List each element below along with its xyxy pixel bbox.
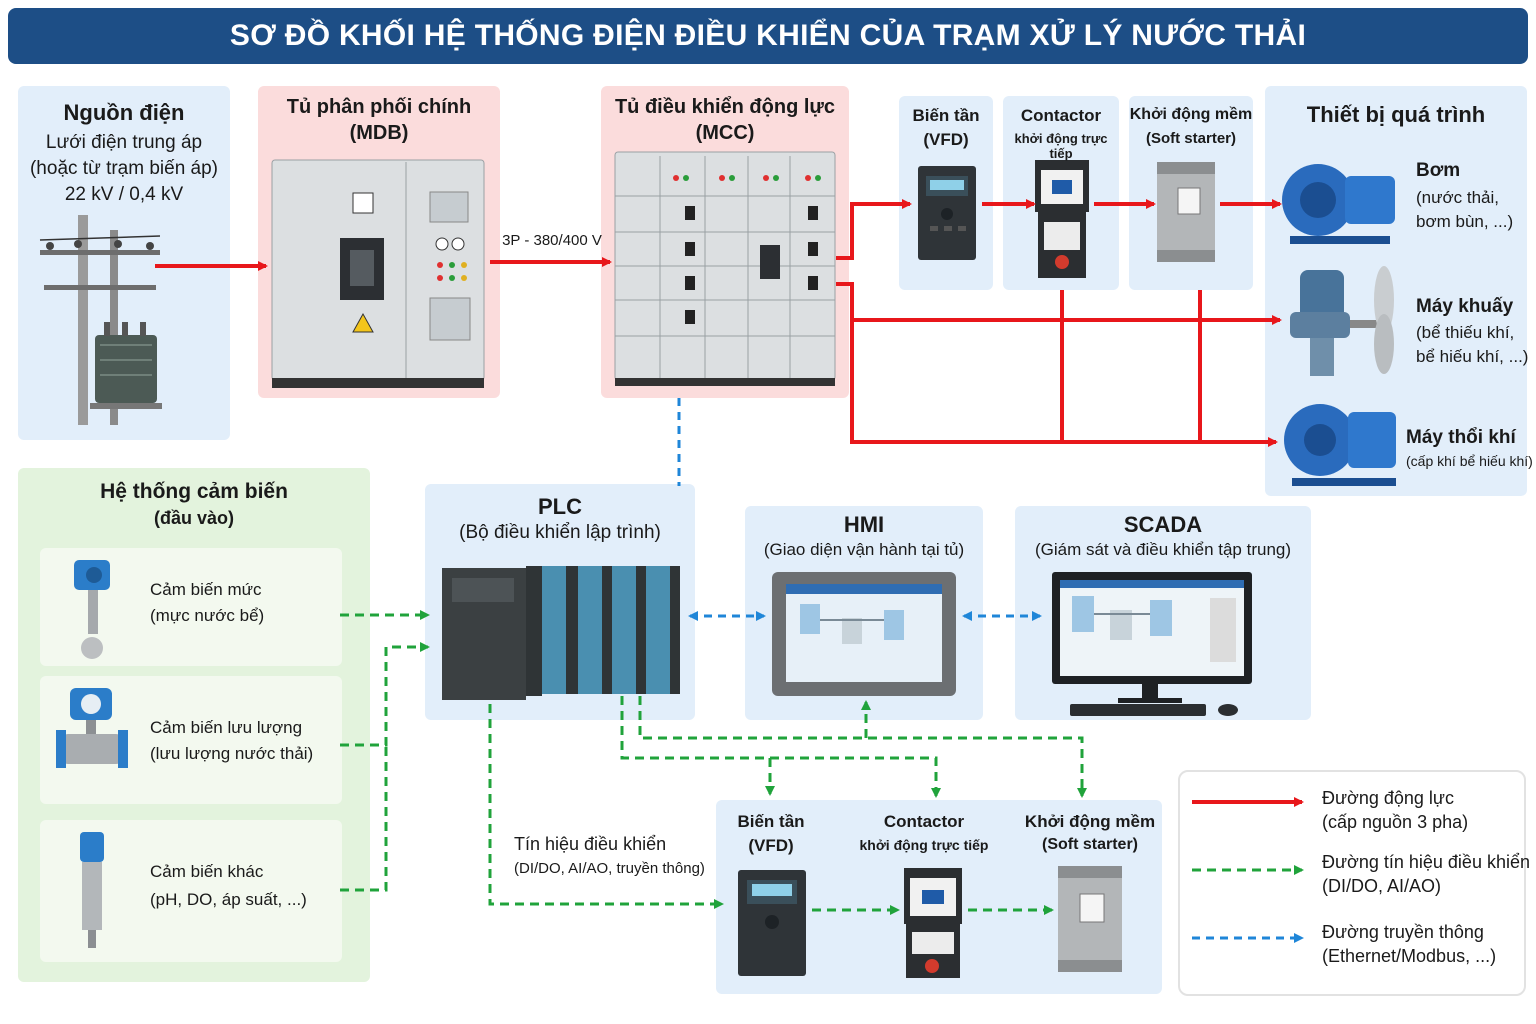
- mcc-cabinet-icon: [614, 151, 836, 386]
- plc-heading: PLC: [538, 494, 582, 519]
- legend-power-line1: Đường động lực: [1322, 788, 1454, 808]
- plc-rack-icon: [442, 566, 680, 700]
- blower-name: Máy thổi khí: [1406, 427, 1516, 448]
- power-lines: [155, 199, 1282, 447]
- bottom-softstarter-icon: [1058, 866, 1122, 972]
- top-vfd-name: Biến tần: [912, 106, 980, 125]
- pump-icon: [1282, 164, 1395, 244]
- plc-sub: (Bộ điều khiển lập trình): [459, 522, 661, 543]
- legend-comm-line2: (Ethernet/Modbus, ...): [1322, 946, 1497, 966]
- mcc-heading: Tủ điều khiển động lực: [614, 96, 836, 118]
- blower-desc-line1: (cấp khí bể hiếu khí): [1406, 453, 1533, 469]
- mcc-sub: (MCC): [695, 122, 755, 144]
- mixer-name: Máy khuấy: [1416, 296, 1514, 317]
- top-contactor-icon: [1035, 160, 1089, 278]
- bottom-softstarter-name: Khởi động mềm: [1024, 812, 1156, 831]
- sensors-sub: (đầu vào): [153, 508, 234, 528]
- scada-sub: (Giám sát và điều khiển tập trung): [1034, 540, 1292, 559]
- legend-signal-line1: Đường tín hiệu điều khiển: [1322, 852, 1530, 872]
- bottom-contactor-icon: [904, 868, 962, 978]
- hmi-heading: HMI: [843, 512, 885, 537]
- other-sensor-line2: (pH, DO, áp suất, ...): [150, 890, 307, 909]
- hmi-screen-icon: [772, 572, 956, 696]
- mdb-mcc-voltage-label: 3P - 380/400 V: [502, 232, 602, 249]
- mdb-cabinet-icon: [271, 159, 485, 388]
- mixer-desc-line2: bể hiếu khí, ...): [1416, 347, 1529, 366]
- utility-pole-transformer-icon: [39, 215, 162, 425]
- scada-monitor-icon: [1052, 572, 1252, 716]
- process-heading: Thiết bị quá trình: [1306, 102, 1486, 127]
- bottom-contactor-name: Contactor: [883, 812, 965, 831]
- bottom-vfd-sub: (VFD): [748, 836, 794, 855]
- other-sensor-line1: Cảm biến khác: [150, 862, 264, 881]
- hmi-sub: (Giao diện vận hành tại tủ): [763, 540, 965, 559]
- legend-samples: [1192, 797, 1304, 943]
- pump-desc-line2: bơm bùn, ...): [1416, 212, 1514, 231]
- power-source-heading: Nguồn điện: [63, 100, 185, 125]
- top-vfd-icon: [918, 166, 976, 260]
- power-source-line1: Lưới điện trung áp: [45, 132, 203, 153]
- legend-signal-line2: (DI/DO, AI/AO): [1322, 876, 1442, 896]
- sensors-heading: Hệ thống cảm biến: [100, 480, 288, 503]
- top-softstarter-icon: [1157, 162, 1215, 262]
- control-signal-line2: (DI/DO, AI/AO, truyền thông): [514, 860, 705, 877]
- page-title: SƠ ĐỒ KHỐI HỆ THỐNG ĐIỆN ĐIỀU KHIỂN CỦA …: [8, 8, 1528, 64]
- legend-comm-line1: Đường truyền thông: [1322, 922, 1484, 942]
- signal-lines: [340, 610, 1087, 915]
- control-signal-line1: Tín hiệu điều khiển: [514, 834, 667, 854]
- power-source-line2: (hoặc từ trạm biến áp): [29, 158, 219, 179]
- flow-sensor-line2: (lưu lượng nước thải): [150, 744, 314, 763]
- mixer-desc-line1: (bể thiếu khí,: [1416, 323, 1515, 342]
- scada-heading: SCADA: [1123, 512, 1203, 537]
- mdb-sub: (MDB): [349, 122, 409, 144]
- top-contactor-name: Contactor: [1020, 106, 1102, 125]
- pump-name: Bơm: [1416, 160, 1461, 181]
- legend-panel: [1178, 770, 1526, 996]
- bottom-vfd-icon: [738, 870, 806, 976]
- top-softstarter-name: Khởi động mềm: [1129, 106, 1253, 123]
- level-sensor-line2: (mực nước bể): [150, 606, 265, 625]
- top-softstarter-sub: (Soft starter): [1145, 130, 1236, 147]
- blower-icon: [1284, 404, 1396, 486]
- bottom-softstarter-sub: (Soft starter): [1041, 836, 1138, 853]
- mdb-heading: Tủ phân phối chính: [286, 96, 472, 118]
- level-sensor-icon: [74, 560, 110, 659]
- bottom-vfd-name: Biến tần: [737, 812, 805, 831]
- bottom-contactor-sub: khởi động trực tiếp: [859, 837, 989, 853]
- pump-desc-line1: (nước thải,: [1416, 188, 1499, 207]
- other-sensor-icon: [80, 832, 104, 948]
- mixer-icon: [1290, 266, 1394, 376]
- power-source-line3: 22 kV / 0,4 kV: [64, 184, 184, 205]
- level-sensor-line1: Cảm biến mức: [150, 580, 262, 599]
- comm-lines: [677, 398, 1042, 621]
- top-contactor-sub: khởi động trực tiếp: [1014, 131, 1108, 161]
- flow-sensor-icon: [56, 688, 128, 768]
- legend-power-line2: (cấp nguồn 3 pha): [1322, 812, 1469, 832]
- flow-sensor-line1: Cảm biến lưu lượng: [150, 718, 303, 737]
- top-vfd-sub: (VFD): [923, 130, 969, 149]
